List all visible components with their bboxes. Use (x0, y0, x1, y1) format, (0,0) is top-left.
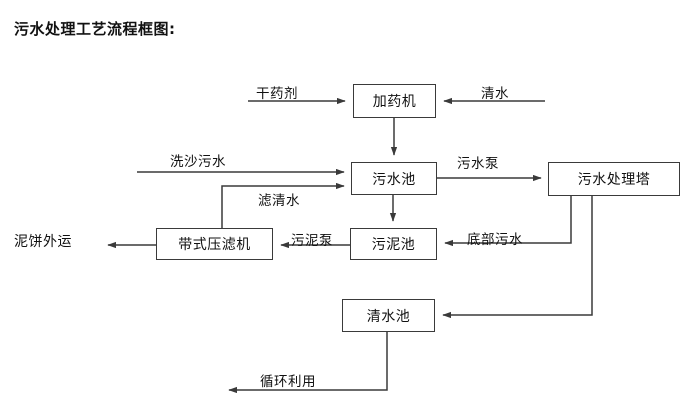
edge-label-clean-water-in: 清水 (481, 86, 509, 102)
node-clearwater-pool[interactable]: 清水池 (342, 299, 435, 332)
node-label-sludge-pool: 污泥池 (371, 237, 416, 253)
node-dosing-machine[interactable]: 加药机 (353, 84, 436, 118)
edge-treatment-tower-to-clearwater-pool (442, 196, 593, 319)
edge-treatment-tower-to-sludge-pool (444, 196, 572, 247)
node-sludge-pool[interactable]: 污泥池 (350, 228, 437, 260)
edge-clearwater-pool-to-recycle (228, 332, 388, 394)
edge-label-bottom-sewage: 底部污水 (467, 232, 523, 248)
edge-label-sludge-pump: 污泥泵 (291, 233, 333, 249)
node-sewage-pool[interactable]: 污水池 (351, 162, 437, 195)
node-label-treatment-tower: 污水处理塔 (577, 172, 651, 188)
node-label-dosing-machine: 加药机 (372, 94, 417, 110)
terminal-label-mud-cake-out: 泥饼外运 (14, 234, 72, 250)
edge-label-sand-wash-water: 洗沙污水 (170, 154, 226, 170)
node-label-sewage-pool: 污水池 (372, 171, 416, 188)
node-belt-press[interactable]: 带式压滤机 (156, 228, 273, 260)
edge-label-sewage-pump: 污水泵 (457, 156, 499, 172)
node-label-clearwater-pool: 清水池 (366, 308, 411, 325)
edge-label-recycle-use: 循环利用 (260, 374, 316, 390)
diagram-title: 污水处理工艺流程框图: (14, 20, 176, 38)
node-treatment-tower[interactable]: 污水处理塔 (548, 162, 680, 196)
node-label-belt-press: 带式压滤机 (178, 237, 251, 253)
edge-filtrate-water-to-sewage-pool (221, 182, 345, 228)
edge-label-filtrate-water: 滤清水 (258, 193, 300, 209)
edge-label-dry-reagent: 干药剂 (256, 86, 298, 102)
